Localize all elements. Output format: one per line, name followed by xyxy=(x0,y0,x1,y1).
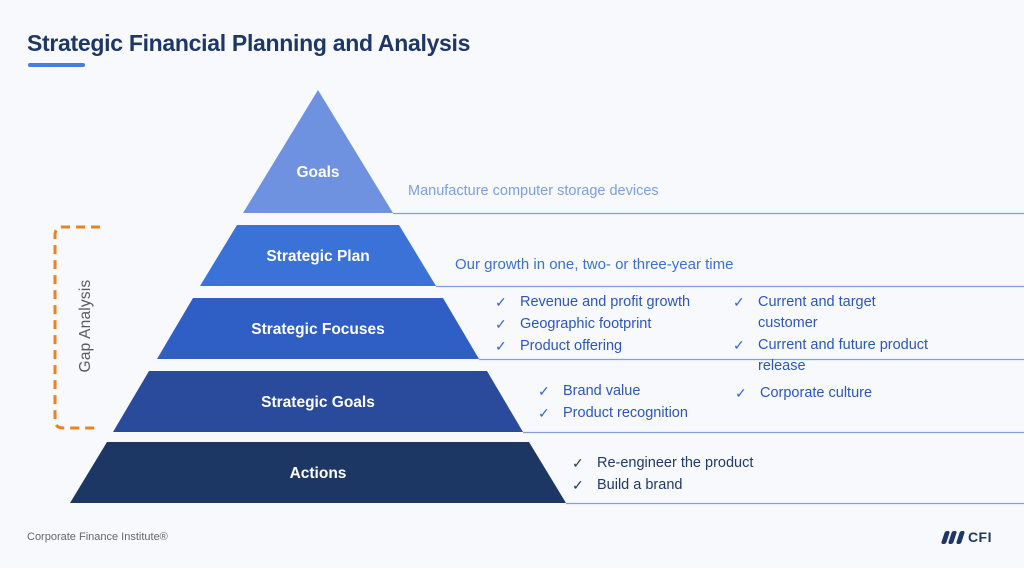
annotation-goals: Manufacture computer storage devices xyxy=(408,183,659,199)
actions-list: ✓ Re-engineer the product ✓ Build a bran… xyxy=(572,453,753,496)
gap-analysis-label: Gap Analysis xyxy=(77,279,94,373)
pyramid-tier-goals xyxy=(243,90,393,213)
cfi-logo-text: CFI xyxy=(967,529,992,545)
list-item: ✓ Revenue and profit growth xyxy=(495,292,690,313)
check-icon: ✓ xyxy=(735,385,747,401)
list-item-text: Corporate culture xyxy=(760,385,873,401)
list-item: ✓ Brand value xyxy=(538,381,688,402)
pyramid-tier-strategic-plan xyxy=(200,225,436,286)
check-icon: ✓ xyxy=(572,477,584,493)
list-item: ✓ Geographic footprint xyxy=(495,314,690,335)
list-item: ✓ Product offering xyxy=(495,336,690,357)
list-item-text: Re-engineer the product xyxy=(597,455,754,471)
tier-baselines xyxy=(393,212,1024,505)
tier-label-goals: Goals xyxy=(296,164,340,181)
list-item: ✓ Product recognition xyxy=(538,403,688,424)
check-icon: ✓ xyxy=(572,455,584,471)
pyramid-tier-actions xyxy=(70,442,566,503)
list-item-text: Current and target customer xyxy=(758,294,876,331)
list-item: ✓ Corporate culture xyxy=(735,383,872,404)
list-item-text: Build a brand xyxy=(597,477,683,493)
check-icon: ✓ xyxy=(495,294,507,310)
title-underline xyxy=(28,63,85,67)
annotation-strategic-plan: Our growth in one, two- or three-year ti… xyxy=(455,256,734,273)
check-icon: ✓ xyxy=(733,294,745,310)
list-item-text: Current and future product release xyxy=(758,337,929,374)
tier-label-strategic-plan: Strategic Plan xyxy=(266,248,370,265)
footer-company-name: Corporate Finance Institute® xyxy=(27,531,168,543)
check-icon: ✓ xyxy=(733,337,745,353)
page-title: Strategic Financial Planning and Analysi… xyxy=(27,30,471,56)
cfi-logo: CFI xyxy=(940,529,992,545)
pyramid-tier-strategic-focuses xyxy=(157,298,479,359)
list-item: ✓ Current and target customer xyxy=(733,292,938,334)
list-item-text: Brand value xyxy=(563,383,641,399)
logo-bar xyxy=(955,530,966,544)
check-icon: ✓ xyxy=(495,316,507,332)
list-item-text: Revenue and profit growth xyxy=(520,294,691,310)
check-icon: ✓ xyxy=(538,383,550,399)
list-item: ✓ Current and future product release xyxy=(733,335,938,377)
strategic-focuses-list-left: ✓ Revenue and profit growth ✓ Geographic… xyxy=(495,292,690,357)
strategic-focuses-list-right: ✓ Current and target customer ✓ Current … xyxy=(733,292,938,377)
list-item-text: Product recognition xyxy=(563,405,688,421)
strategic-goals-list-right: ✓ Corporate culture xyxy=(735,383,872,404)
strategic-goals-list-left: ✓ Brand value ✓ Product recognition xyxy=(538,381,688,424)
list-item: ✓ Build a brand xyxy=(572,475,753,496)
list-item-text: Product offering xyxy=(520,338,623,354)
tier-label-strategic-focuses: Strategic Focuses xyxy=(251,321,385,338)
pyramid-tier-strategic-goals xyxy=(113,371,523,432)
check-icon: ✓ xyxy=(538,405,550,421)
tier-label-strategic-goals: Strategic Goals xyxy=(261,394,375,411)
gap-analysis-bracket xyxy=(53,225,100,430)
list-item-text: Geographic footprint xyxy=(520,316,652,332)
cfi-logo-bars-icon xyxy=(940,530,966,544)
tier-label-actions: Actions xyxy=(289,465,347,482)
list-item: ✓ Re-engineer the product xyxy=(572,453,753,474)
check-icon: ✓ xyxy=(495,338,507,354)
